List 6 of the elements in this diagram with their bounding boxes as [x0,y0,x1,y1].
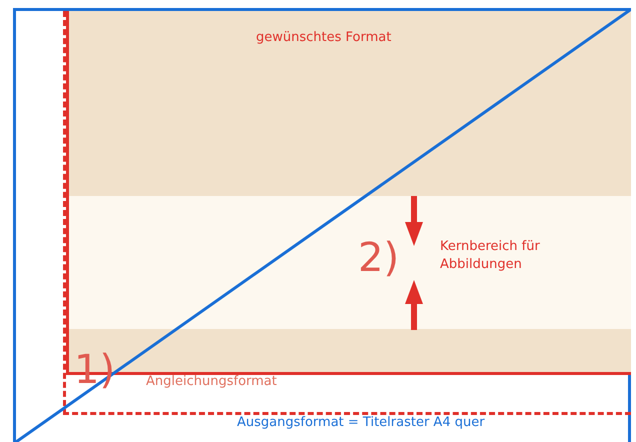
callout-number: 2) [358,238,400,278]
format-label: gewünschtes Format [256,30,392,45]
format-label: Angleichungsformat [146,374,277,389]
format-label: Ausgangsformat = Titelraster A4 quer [237,415,485,430]
core-area-label: Kernbereich für Abbildungen [440,238,541,274]
core-area-band [69,196,631,329]
